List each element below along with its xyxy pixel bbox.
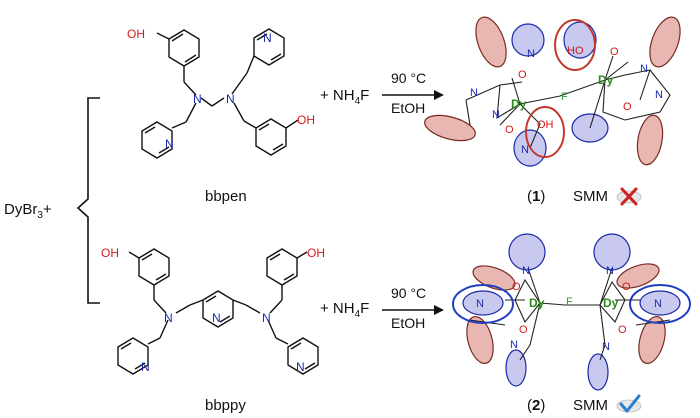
reagent-nh4f-top: + NH4F [320,87,369,107]
atom-n: N [226,92,235,106]
f-atom: F [561,91,568,103]
product-2-smm: SMM [573,397,608,414]
o-atom: O [618,324,627,336]
dy-atom: Dy [529,296,545,310]
ho-label: HO [567,45,584,57]
n-atom: N [492,109,500,121]
n-atom: N [602,341,610,353]
product-2-structure: Dy Dy F N N N N N N O O O O [452,233,691,391]
cross-mark-icon [616,187,642,206]
product-1-smm: SMM [573,188,608,205]
o-atom: O [519,324,528,336]
o-atom: O [518,69,527,81]
atom-n: N [164,311,173,325]
check-mark-icon [616,394,642,413]
o-atom: O [622,281,631,293]
atom-oh: OH [297,113,315,127]
n-atom: N [522,265,530,277]
atom-oh: OH [307,246,325,260]
atom-n: N [141,360,150,374]
dy-atom: Dy [598,73,614,87]
oh-label: OH [537,119,554,131]
o-atom: O [610,46,619,58]
reagent-nh4f-bottom: + NH4F [320,300,369,320]
product-1-structure: Dy Dy F HO OH O O O O N N N N N N [424,16,681,167]
n-atom: N [640,63,648,75]
o-atom: O [623,101,632,113]
atom-n: N [212,311,221,325]
ligand-bbpen-label: bbpen [205,188,247,205]
reaction-arrow-top [382,90,444,100]
atom-n: N [263,31,272,45]
solvent-top: EtOH [391,100,425,116]
atom-oh: OH [127,27,145,41]
n-atom: N [654,298,662,310]
temp-top: 90 °C [391,70,426,86]
n-atom: N [470,87,478,99]
n-atom: N [476,298,484,310]
n-atom: N [527,48,535,60]
atom-oh: OH [101,246,119,260]
n-atom: N [510,339,518,351]
ligand-bbppy-label: bbppy [205,397,246,414]
dy-atom: Dy [603,296,619,310]
product-1-label: (1) [527,188,545,205]
f-atom: F [566,296,573,308]
bbppy-structure [117,248,319,375]
reaction-brace [76,97,100,304]
dy-atom: Dy [511,97,527,111]
dybr3-label: DyBr3+ [4,201,52,221]
n-atom: N [606,265,614,277]
temp-bottom: 90 °C [391,285,426,301]
bbpen-structure [141,28,299,159]
o-atom: O [512,281,521,293]
reaction-arrow-bottom [382,305,444,315]
n-atom: N [655,89,663,101]
bbppy-atoms: OH OH N N N N N [101,246,325,374]
n-atom: N [521,144,529,156]
bbpen-atoms: OH N N N N OH [127,27,315,151]
o-atom: O [505,124,514,136]
solvent-bottom: EtOH [391,315,425,331]
product-2-label: (2) [527,397,545,414]
atom-n: N [193,92,202,106]
atom-n: N [296,360,305,374]
atom-n: N [262,311,271,325]
atom-n: N [165,137,174,151]
